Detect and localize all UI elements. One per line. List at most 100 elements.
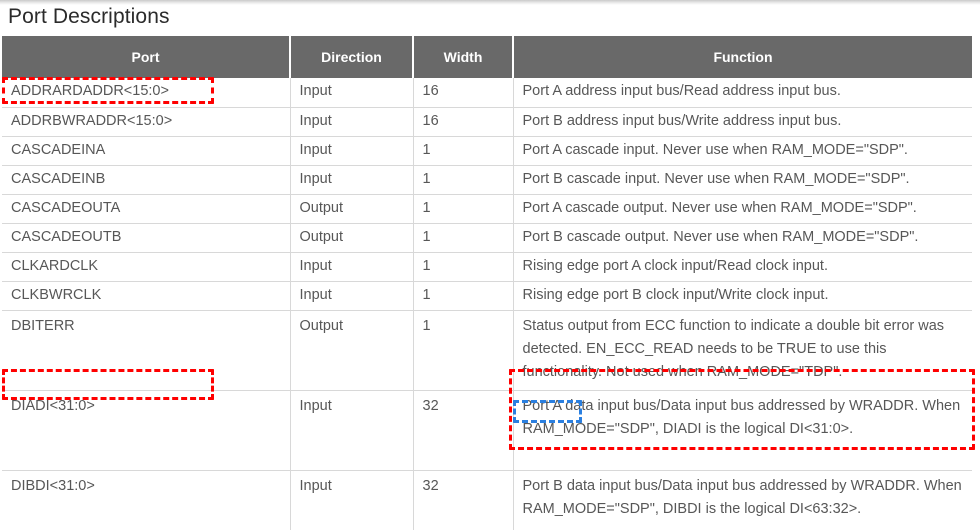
port-name: CASCADEOUTB [11, 228, 122, 245]
table-row: CASCADEINB Input 1 Port B cascade input.… [2, 165, 972, 195]
port-name: ADDRBWRADDR<15:0> [11, 112, 173, 129]
port-width: 1 [422, 170, 431, 187]
cell-function: Port B data input bus/Data input bus add… [513, 470, 972, 530]
cell-port: CLKARDCLK [2, 252, 291, 282]
column-header-function[interactable]: Function [513, 36, 972, 78]
cell-port: CASCADEINB [2, 165, 291, 195]
cell-port: ADDRBWRADDR<15:0> [2, 107, 291, 137]
column-header-direction[interactable]: Direction [290, 36, 414, 78]
port-name: DIBDI<31:0> [11, 477, 95, 494]
table-row: CASCADEOUTB Output 1 Port B cascade outp… [2, 223, 972, 253]
column-header-width[interactable]: Width [413, 36, 514, 78]
cell-port: DIBDI<31:0> [2, 470, 291, 530]
cell-direction: Input [290, 165, 414, 195]
cell-port: ADDRARDADDR<15:0> [2, 78, 291, 108]
port-function: Port A address input bus/Read address in… [522, 83, 841, 99]
port-function: Rising edge port B clock input/Write clo… [522, 286, 829, 303]
cell-direction: Input [290, 107, 414, 137]
table-row: CASCADEINA Input 1 Port A cascade input.… [2, 136, 972, 166]
cell-function: Rising edge port B clock input/Write clo… [513, 281, 972, 311]
port-function: Port B data input bus/Data input bus add… [522, 477, 962, 517]
table-row: ADDRBWRADDR<15:0> Input 16 Port B addres… [2, 107, 972, 137]
cell-function: Port B cascade input. Never use when RAM… [513, 165, 972, 195]
port-direction: Input [299, 170, 332, 187]
cell-width: 1 [413, 136, 514, 166]
port-direction: Input [299, 141, 332, 158]
cell-width: 1 [413, 310, 514, 391]
port-width: 32 [422, 477, 439, 494]
port-name: DIADI<31:0> [11, 397, 95, 414]
cell-direction: Input [290, 390, 414, 471]
cell-direction: Input [290, 470, 414, 530]
table-row: DBITERR Output 1 Status output from ECC … [2, 310, 972, 391]
cell-direction: Input [290, 136, 414, 166]
port-width: 1 [422, 286, 431, 303]
table-row: DIADI<31:0> Input 32 Port A data input b… [2, 390, 972, 471]
port-width: 1 [422, 317, 431, 334]
port-name: CLKARDCLK [11, 257, 99, 274]
table-row: CASCADEOUTA Output 1 Port A cascade outp… [2, 194, 972, 224]
cell-function: Rising edge port A clock input/Read cloc… [513, 252, 972, 282]
port-width: 1 [422, 257, 431, 274]
page-top-edge [0, 0, 980, 5]
port-function: Rising edge port A clock input/Read cloc… [522, 257, 828, 274]
cell-width: 16 [413, 78, 514, 108]
cell-port: DIADI<31:0> [2, 390, 291, 471]
port-width: 1 [422, 141, 431, 158]
cell-width: 1 [413, 165, 514, 195]
port-descriptions-table: Port Direction Width Function ADDRARDADD… [2, 36, 972, 530]
port-direction: Input [299, 257, 332, 274]
cell-port: CASCADEOUTA [2, 194, 291, 224]
port-name: CASCADEINA [11, 141, 106, 158]
port-function: Port A cascade output. Never use when RA… [522, 199, 917, 216]
table-row: DIBDI<31:0> Input 32 Port B data input b… [2, 470, 972, 530]
column-header-port[interactable]: Port [2, 36, 291, 78]
cell-function: Status output from ECC function to indic… [513, 310, 972, 391]
table-header: Port Direction Width Function [2, 36, 972, 78]
port-name: CLKBWRCLK [11, 286, 102, 303]
port-direction: Output [299, 228, 344, 245]
page-title: Port Descriptions [8, 5, 170, 28]
table-body: ADDRARDADDR<15:0> Input 16 Port A addres… [2, 78, 972, 530]
cell-port: CASCADEINA [2, 136, 291, 166]
cell-direction: Output [290, 194, 414, 224]
cell-width: 1 [413, 194, 514, 224]
port-direction: Input [299, 112, 332, 129]
cell-width: 1 [413, 252, 514, 282]
port-direction: Input [299, 286, 332, 303]
port-name: ADDRARDADDR<15:0> [11, 83, 169, 99]
cell-function: Port B cascade output. Never use when RA… [513, 223, 972, 253]
cell-function: Port B address input bus/Write address i… [513, 107, 972, 137]
port-width: 1 [422, 199, 431, 216]
port-width: 16 [422, 112, 439, 129]
port-name: CASCADEOUTA [11, 199, 121, 216]
table-header-row: Port Direction Width Function [2, 36, 972, 78]
cell-width: 32 [413, 390, 514, 471]
cell-port: CLKBWRCLK [2, 281, 291, 311]
cell-direction: Input [290, 78, 414, 108]
cell-port: DBITERR [2, 310, 291, 391]
port-width: 1 [422, 228, 431, 245]
port-descriptions-table-container: Port Direction Width Function ADDRARDADD… [2, 36, 972, 530]
port-direction: Output [299, 199, 344, 216]
port-direction: Output [299, 317, 344, 334]
port-direction: Input [299, 477, 332, 494]
cell-direction: Output [290, 310, 414, 391]
table-row: CLKBWRCLK Input 1 Rising edge port B clo… [2, 281, 972, 311]
cell-port: CASCADEOUTB [2, 223, 291, 253]
cell-function: Port A address input bus/Read address in… [513, 78, 972, 108]
cell-direction: Input [290, 252, 414, 282]
port-function: Port A cascade input. Never use when RAM… [522, 141, 908, 158]
port-function: Port B cascade output. Never use when RA… [522, 228, 919, 245]
cell-function: Port A cascade output. Never use when RA… [513, 194, 972, 224]
cell-function: Port A data input bus/Data input bus add… [513, 390, 972, 471]
port-width: 32 [422, 397, 439, 414]
cell-width: 32 [413, 470, 514, 530]
port-name: DBITERR [11, 317, 75, 334]
table-row: CLKARDCLK Input 1 Rising edge port A clo… [2, 252, 972, 282]
table-row: ADDRARDADDR<15:0> Input 16 Port A addres… [2, 78, 972, 108]
cell-function: Port A cascade input. Never use when RAM… [513, 136, 972, 166]
cell-width: 16 [413, 107, 514, 137]
cell-direction: Input [290, 281, 414, 311]
